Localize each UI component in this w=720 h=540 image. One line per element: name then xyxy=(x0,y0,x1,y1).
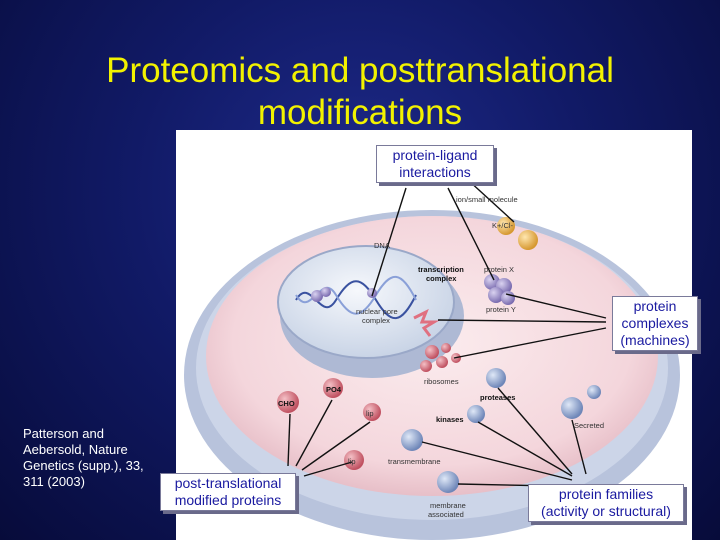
callout-protein-ligand: protein-ligand interactions xyxy=(376,145,494,183)
label-po4: PO4 xyxy=(326,385,342,394)
callout-protein-complexes: protein complexes (machines) xyxy=(612,296,698,351)
ion-ball-1 xyxy=(497,217,515,235)
cell-diagram-figure: ion/small molecule K+/Cl- DNA transcript… xyxy=(176,130,692,540)
label-dna: DNA xyxy=(374,241,390,250)
callout-protein-ligand-line-1: protein-ligand xyxy=(392,147,478,163)
label-associated: associated xyxy=(428,510,464,519)
lip-ball-2 xyxy=(344,450,364,470)
transcription-blob-1 xyxy=(311,290,323,302)
secreted-ball-1 xyxy=(561,397,583,419)
callout-protein-complexes-line-2: complexes xyxy=(621,315,689,331)
title-line-2: modifications xyxy=(257,93,463,132)
label-kinases: kinases xyxy=(436,415,464,424)
label-lip-1: lip xyxy=(366,409,374,418)
transcription-blob-2 xyxy=(321,287,331,297)
cho-ball xyxy=(277,391,299,413)
nucleus xyxy=(277,245,455,359)
proteases-ball xyxy=(486,368,506,388)
label-transcription: transcription xyxy=(418,265,464,274)
protein-complex-cluster xyxy=(484,274,515,305)
label-secreted: Secreted xyxy=(574,421,604,430)
transmembrane-ball xyxy=(401,429,423,451)
label-protein-y: protein Y xyxy=(486,305,516,314)
callout-ptm-line-2: modified proteins xyxy=(174,492,282,508)
ribosome-cluster xyxy=(420,343,461,372)
secreted-ball-2 xyxy=(587,385,601,399)
ion-ball-2 xyxy=(518,230,538,250)
label-ribosomes: ribosomes xyxy=(424,377,459,386)
transcription-blob-3 xyxy=(367,288,377,298)
label-lip-2: lip xyxy=(348,457,356,466)
label-transcription-complex: complex xyxy=(426,274,457,283)
callout-ptm-line-1: post-translational xyxy=(174,475,282,491)
po4-ball xyxy=(323,378,343,398)
label-cho: CHO xyxy=(278,399,295,408)
callout-protein-complexes-line-3: (machines) xyxy=(620,332,690,348)
callout-protein-ligand-line-2: interactions xyxy=(399,164,471,180)
callout-protein-families: protein families (activity or structural… xyxy=(528,484,684,522)
callout-post-translational: post-translational modified proteins xyxy=(160,473,296,511)
label-transmembrane: transmembrane xyxy=(388,457,441,466)
cell-diagram: ion/small molecule K+/Cl- DNA transcript… xyxy=(184,179,680,540)
membrane-assoc-ball xyxy=(437,471,459,493)
callout-protein-families-line-2: (activity or structural) xyxy=(541,503,671,519)
callout-protein-complexes-line-1: protein xyxy=(633,298,677,314)
slide-title: Proteomics and posttranslational modific… xyxy=(0,50,720,134)
lip-ball-1 xyxy=(363,403,381,421)
nuclear-pore-complex xyxy=(413,308,440,337)
label-k-cl: K+/Cl- xyxy=(492,221,514,230)
label-membrane: membrane xyxy=(430,501,466,510)
title-line-1: Proteomics and posttranslational xyxy=(106,51,614,90)
connector-lines xyxy=(287,179,607,487)
label-nuclear-pore: nuclear pore xyxy=(356,307,398,316)
callout-protein-families-line-1: protein families xyxy=(558,486,654,502)
label-protein-x: protein X xyxy=(484,265,514,274)
label-ion-small-molecule: ion/small molecule xyxy=(456,195,518,204)
citation-text: Patterson and Aebersold, Nature Genetics… xyxy=(23,426,144,489)
label-proteases: proteases xyxy=(480,393,515,402)
kinase-ball xyxy=(467,405,485,423)
label-nuclear-pore-complex: complex xyxy=(362,316,390,325)
